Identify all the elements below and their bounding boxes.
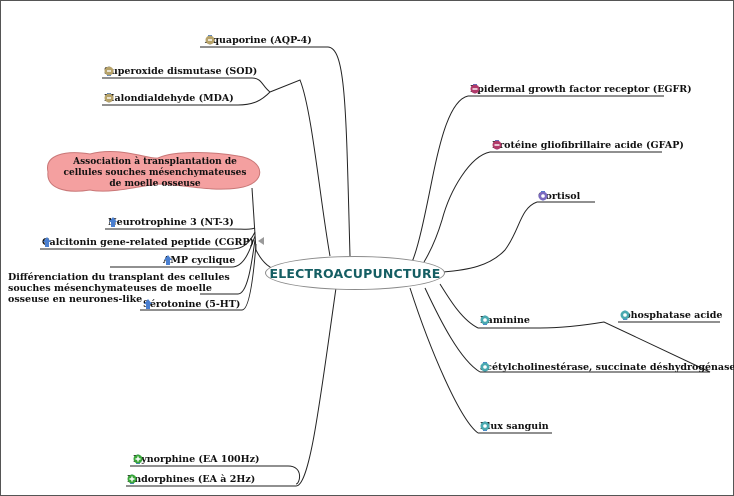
node-cortisol-label: Cortisol	[538, 191, 581, 202]
purple-circle-icon	[538, 191, 548, 201]
up-arrow-icon	[43, 237, 51, 247]
node-phos[interactable]: phosphatase acide	[620, 310, 722, 321]
node-gfap[interactable]: Protéine gliofibrillaire acide (GFAP)	[492, 140, 684, 151]
branch-line-flux	[409, 287, 479, 434]
up-arrow-icon	[109, 217, 117, 227]
teal-circle-icon	[480, 421, 490, 431]
node-ache-label: acétylcholinestérase, succinate déshydro…	[480, 362, 734, 373]
node-endo[interactable]: Endorphines (EA à 2Hz)	[127, 474, 255, 485]
negative-circle-icon	[470, 84, 480, 94]
node-ht[interactable]: Sérotonine (5-HT)	[143, 299, 240, 310]
branch-line-dyn	[130, 465, 300, 485]
branch-line-laminine-ache	[478, 321, 711, 373]
node-flux-label: Flux sanguin	[480, 421, 549, 432]
node-egfr[interactable]: Epidermal growth factor receptor (EGFR)	[470, 84, 692, 95]
branch-line-egfr	[411, 95, 469, 263]
association-trunk	[251, 187, 257, 251]
node-aqp4-label: Aquaporine (AQP-4)	[205, 35, 312, 46]
branch-line-gfap	[423, 151, 491, 263]
branch-line-mda	[102, 91, 271, 106]
node-dyn[interactable]: Dynorphine (EA 100Hz)	[133, 454, 260, 465]
node-nt3[interactable]: Neurotrophine 3 (NT-3)	[108, 217, 234, 228]
neutral-circle-icon	[104, 93, 114, 103]
node-ache[interactable]: acétylcholinestérase, succinate déshydro…	[480, 362, 734, 373]
node-diff-label: Différenciation du transplant des cellul…	[8, 272, 230, 305]
node-mda[interactable]: Malondialdehyde (MDA)	[104, 93, 234, 104]
branch-line-amp	[110, 235, 256, 268]
branch-line-cortisol	[442, 201, 538, 273]
association-label: Association à transplantation de cellule…	[63, 157, 247, 189]
branch-line-endo	[126, 287, 337, 487]
node-sod-label: Superoxide dismutase (SOD)	[104, 66, 258, 77]
node-laminine-label: Laminine	[480, 315, 530, 326]
teal-circle-icon	[480, 315, 490, 325]
negative-circle-icon	[492, 140, 502, 150]
node-cortisol[interactable]: Cortisol	[538, 191, 580, 202]
positive-circle-icon	[133, 454, 143, 464]
node-aqp4[interactable]: Aquaporine (AQP-4)	[205, 35, 312, 46]
branch-line-laminine	[439, 283, 479, 329]
positive-circle-icon	[127, 474, 137, 484]
branch-line-ht	[140, 243, 257, 311]
neutral-circle-icon	[205, 35, 215, 45]
node-dyn-label: Dynorphine (EA 100Hz)	[133, 454, 260, 465]
node-diff[interactable]: Différenciation du transplant des cellul…	[8, 272, 238, 305]
association-bubble	[47, 151, 261, 192]
node-egfr-label: Epidermal growth factor receptor (EGFR)	[470, 84, 692, 95]
node-gfap-label: Protéine gliofibrillaire acide (GFAP)	[492, 140, 684, 151]
node-amp[interactable]: AMP cyclique	[163, 255, 235, 266]
node-endo-label: Endorphines (EA à 2Hz)	[127, 474, 256, 485]
teal-circle-icon	[480, 362, 490, 372]
node-amp-label: AMP cyclique	[163, 255, 236, 266]
node-phos-label: phosphatase acide	[624, 310, 723, 321]
node-ht-label: Sérotonine (5-HT)	[143, 299, 241, 310]
branch-line-diff	[200, 239, 256, 295]
node-cgrp[interactable]: Calcitonin gene-related peptide (CGRP)	[42, 237, 254, 248]
node-cgrp-label: Calcitonin gene-related peptide (CGRP)	[42, 237, 254, 248]
up-arrow-icon	[144, 299, 152, 309]
node-sod[interactable]: Superoxide dismutase (SOD)	[104, 66, 257, 77]
branch-line-aqp4	[200, 46, 351, 257]
node-flux[interactable]: Flux sanguin	[480, 421, 549, 432]
branch-line-cgrp	[40, 231, 256, 250]
node-laminine[interactable]: Laminine	[480, 315, 530, 326]
up-arrow-icon	[164, 255, 172, 265]
node-nt3-label: Neurotrophine 3 (NT-3)	[108, 217, 234, 228]
teal-circle-icon	[620, 310, 630, 320]
central-topic[interactable]: ELECTROACUPUNCTURE	[265, 256, 445, 290]
collapse-triangle-icon	[258, 237, 264, 245]
branch-line-nt3	[105, 227, 256, 230]
node-mda-label: Malondialdehyde (MDA)	[104, 93, 234, 104]
branch-line-sod-mda-trunk	[269, 79, 331, 257]
neutral-circle-icon	[104, 66, 114, 76]
branch-line-ache	[424, 287, 481, 373]
branch-line-sod	[102, 77, 271, 93]
